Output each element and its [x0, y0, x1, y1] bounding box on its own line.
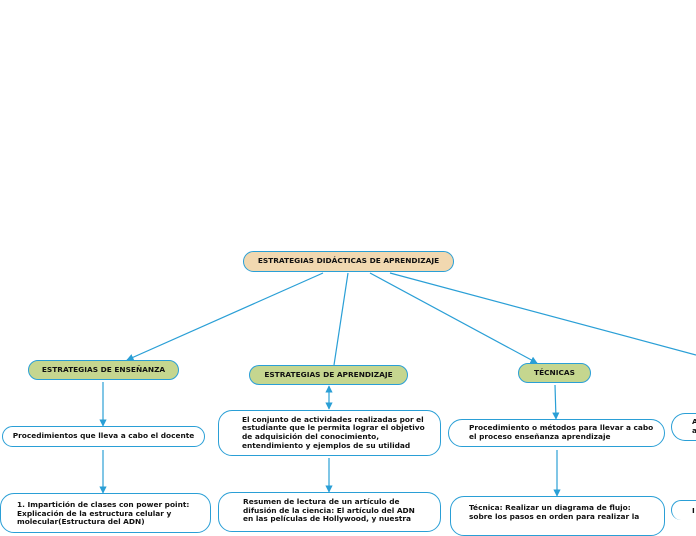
- category-label-tecnicas: TÉCNICAS: [534, 367, 575, 377]
- description-text-offscreen: A a: [692, 417, 696, 435]
- detail-text-ensenanza: 1. Impartición de clases con power point…: [17, 500, 190, 527]
- detail-node-aprendizaje[interactable]: Resumen de lectura de un artículo de dif…: [218, 492, 441, 532]
- root-node-label: ESTRATEGIAS DIDÁCTICAS DE APRENDIZAJE: [257, 256, 440, 266]
- connector-tecnicas-to-description: [552, 384, 560, 420]
- description-node-aprendizaje[interactable]: El conjunto de actividades realizadas po…: [218, 410, 441, 456]
- detail-node-offscreen[interactable]: I: [671, 500, 696, 520]
- root-node[interactable]: ESTRATEGIAS DIDÁCTICAS DE APRENDIZAJE: [243, 251, 454, 272]
- connector-root-to-ensenanza: [126, 272, 324, 361]
- detail-text-tecnicas: Técnica: Realizar un diagrama de flujo: …: [469, 503, 640, 521]
- description-text-aprendizaje: El conjunto de actividades realizadas po…: [242, 414, 425, 450]
- description-node-ensenanza[interactable]: Procedimientos que lleva a cabo el docen…: [2, 426, 205, 447]
- detail-node-ensenanza[interactable]: 1. Impartición de clases con power point…: [0, 493, 211, 533]
- connector-root-to-aprendizaje: [333, 272, 349, 366]
- description-node-offscreen[interactable]: A a: [671, 413, 696, 441]
- category-node-aprendizaje[interactable]: ESTRATEGIAS DE APRENDIZAJE: [249, 365, 408, 385]
- category-label-ensenanza: ESTRATEGIAS DE ENSEÑANZA: [41, 364, 166, 374]
- description-text-ensenanza: Procedimientos que lleva a cabo el docen…: [12, 431, 195, 441]
- connector-layer: [99, 272, 696, 497]
- category-node-ensenanza[interactable]: ESTRATEGIAS DE ENSEÑANZA: [28, 360, 179, 380]
- detail-node-tecnicas[interactable]: Técnica: Realizar un diagrama de flujo: …: [450, 496, 665, 536]
- category-label-aprendizaje: ESTRATEGIAS DE APRENDIZAJE: [264, 369, 393, 379]
- detail-text-offscreen: I: [692, 506, 695, 515]
- connector-root-to-offscreen: [389, 272, 696, 356]
- description-text-tecnicas: Procedimiento o métodos para llevar a ca…: [469, 423, 654, 441]
- detail-text-aprendizaje: Resumen de lectura de un artículo de dif…: [243, 497, 415, 524]
- description-node-tecnicas[interactable]: Procedimiento o métodos para llevar a ca…: [448, 419, 665, 447]
- connector-root-to-tecnicas: [369, 272, 538, 364]
- category-node-tecnicas[interactable]: TÉCNICAS: [518, 363, 591, 383]
